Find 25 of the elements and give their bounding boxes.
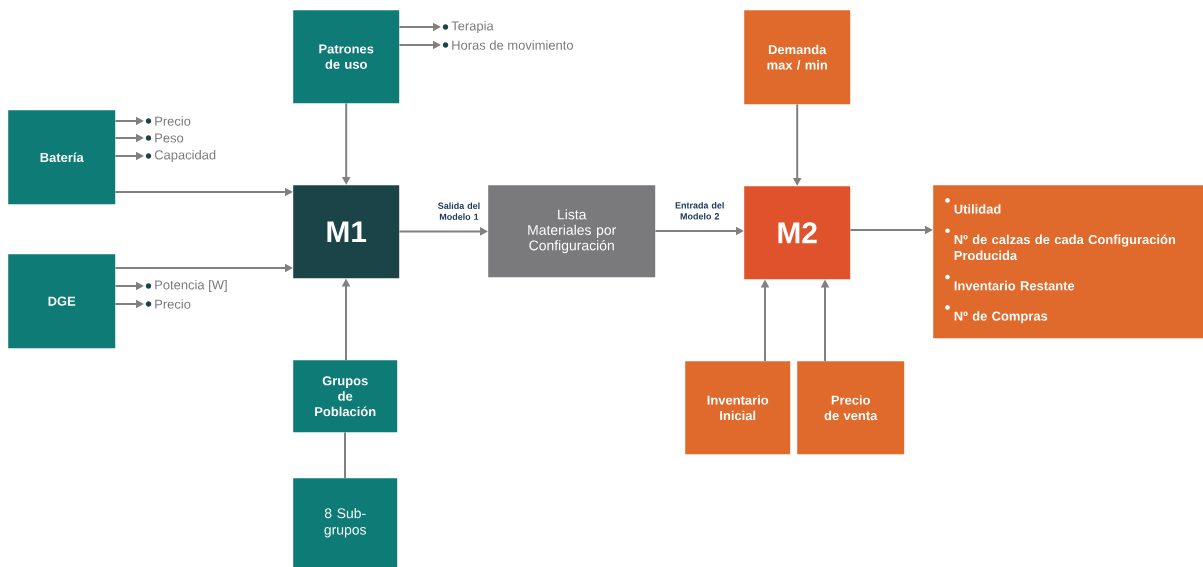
model-box: M1 <box>293 185 400 279</box>
process-box: Grupos de Población <box>293 360 398 433</box>
bullet-item: Precio <box>145 299 191 309</box>
node-label: Precio <box>155 116 191 126</box>
bullet-item: Horas de movimiento <box>442 40 573 50</box>
bullet-item: Terapia <box>442 20 494 34</box>
process-box: Patrones de uso <box>293 10 400 104</box>
process-box: Inventario Inicial <box>685 361 791 455</box>
process-box: Batería <box>8 110 116 205</box>
process-box: Precio de venta <box>797 361 905 455</box>
process-box: DGE <box>8 254 116 349</box>
bullet-item: Capacidad <box>145 149 216 163</box>
node-label: Terapia <box>451 20 494 34</box>
process-box: Lista Materiales por Configuración <box>488 185 656 278</box>
node-label: Precio <box>155 299 191 309</box>
edge-label: Salida del Modelo 1 <box>438 202 480 220</box>
process-box: Demanda max / min <box>744 10 851 105</box>
process-box: 8 Sub-grupos <box>293 478 398 567</box>
node-label: Peso <box>155 133 184 143</box>
bullet-item: Peso <box>145 133 184 143</box>
edge-label: Entrada del Modelo 2 <box>675 201 724 220</box>
bullet-item: Potencia [W] <box>145 279 227 293</box>
result-box: Utilidad Nº de calzas de cada Configuración Producida Inventario Restante Nº de Compras <box>933 185 1203 339</box>
bullet-item: Precio <box>145 116 191 126</box>
model-box: M2 <box>744 186 851 280</box>
